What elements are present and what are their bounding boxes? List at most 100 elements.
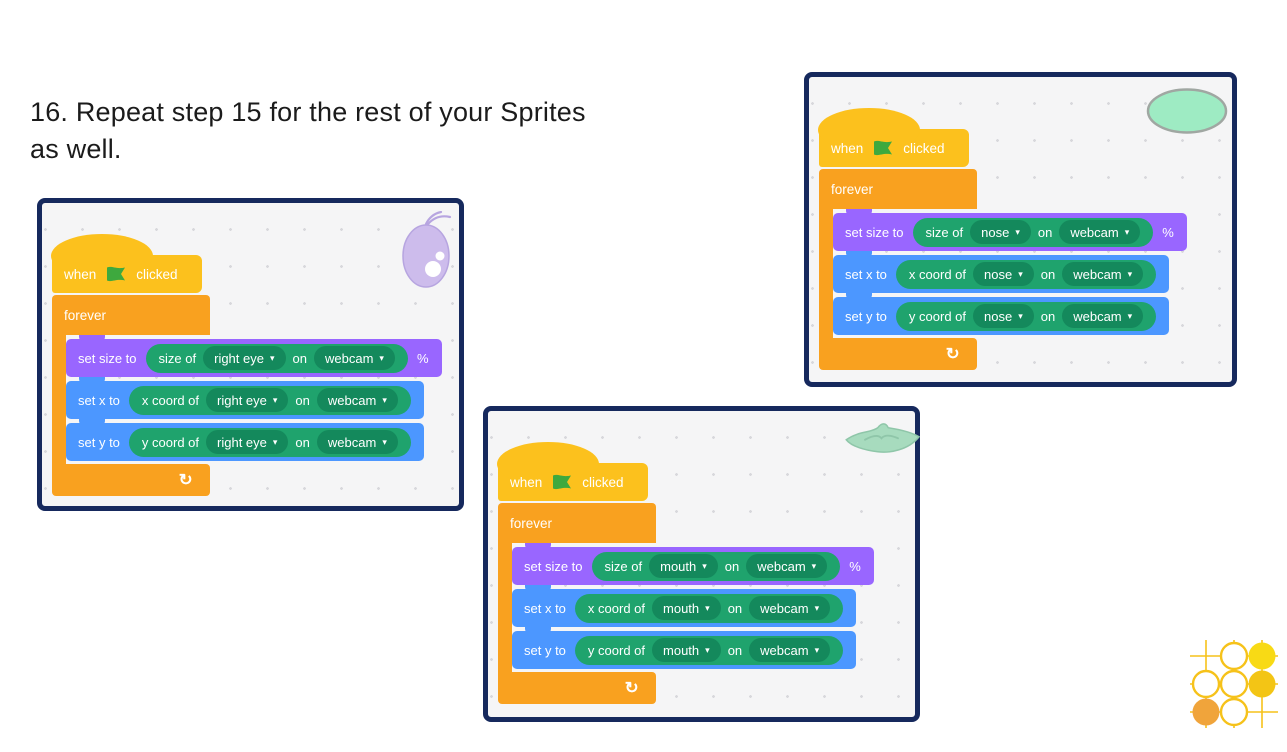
- y-coord-label: y coord of: [587, 642, 646, 658]
- x-coord-reporter[interactable]: x coord of right eye ▾ on webcam ▾: [128, 385, 411, 415]
- target-dropdown[interactable]: right eye ▾: [206, 388, 289, 412]
- size-of-reporter[interactable]: size of right eye ▾ on webcam ▾: [145, 343, 408, 373]
- set-size-block[interactable]: set size to size of right eye ▾ on webca…: [66, 335, 442, 377]
- webcam-dropdown[interactable]: webcam ▾: [316, 430, 398, 454]
- set-y-block[interactable]: set y to y coord of right eye ▾ on webca…: [66, 419, 424, 461]
- forever-label: forever: [831, 181, 874, 197]
- set-x-block[interactable]: set x to x coord of nose ▾ on webcam ▾: [833, 251, 1170, 293]
- webcam-dropdown[interactable]: webcam ▾: [316, 388, 398, 412]
- forever-block[interactable]: forever: [819, 169, 977, 209]
- set-y-label: set y to: [78, 434, 120, 450]
- dropdown-caret-icon: ▾: [811, 561, 817, 571]
- target-value: mouth: [663, 642, 700, 658]
- webcam-dropdown[interactable]: webcam ▾: [749, 638, 831, 662]
- webcam-dropdown[interactable]: webcam ▾: [749, 596, 831, 620]
- webcam-value: webcam: [1073, 266, 1122, 282]
- dropdown-caret-icon: ▾: [814, 603, 820, 613]
- webcam-dropdown[interactable]: webcam ▾: [746, 554, 828, 578]
- size-of-label: size of: [925, 224, 964, 240]
- dropdown-caret-icon: ▾: [269, 353, 275, 363]
- y-coord-label: y coord of: [908, 308, 967, 324]
- target-dropdown[interactable]: mouth ▾: [652, 596, 721, 620]
- loop-arrow-icon: ↻: [945, 346, 960, 363]
- when-flag-clicked-block[interactable]: when clicked: [51, 234, 202, 293]
- webcam-value: webcam: [327, 434, 377, 450]
- when-flag-clicked-block[interactable]: when clicked: [818, 108, 969, 167]
- set-x-block[interactable]: set x to x coord of right eye ▾ on webca…: [66, 377, 424, 419]
- y-coord-reporter[interactable]: y coord of mouth ▾ on webcam ▾: [574, 635, 844, 665]
- clicked-label: clicked: [136, 266, 178, 282]
- forever-bottom-bar: ↻: [819, 338, 977, 370]
- clicked-label: clicked: [582, 474, 624, 490]
- webcam-dropdown[interactable]: webcam ▾: [1062, 304, 1144, 328]
- set-x-label: set x to: [524, 600, 566, 616]
- set-x-label: set x to: [78, 392, 120, 408]
- green-flag-icon[interactable]: [105, 266, 127, 283]
- eye-sprite-image: [400, 210, 454, 296]
- dropdown-caret-icon: ▾: [705, 645, 710, 655]
- dropdown-caret-icon: ▾: [705, 603, 710, 613]
- target-dropdown[interactable]: mouth ▾: [649, 554, 718, 578]
- when-flag-clicked-block[interactable]: when clicked: [497, 442, 648, 501]
- mouth-script-panel: when clicked forever set size to size of: [483, 406, 921, 722]
- percent-label: %: [416, 350, 429, 366]
- target-dropdown[interactable]: nose ▾: [973, 304, 1034, 328]
- target-dropdown[interactable]: mouth ▾: [652, 638, 721, 662]
- forever-block[interactable]: forever: [52, 295, 210, 335]
- x-coord-label: x coord of: [587, 600, 646, 616]
- target-dropdown[interactable]: right eye ▾: [206, 430, 289, 454]
- forever-arm: [52, 335, 66, 464]
- target-value: right eye: [217, 392, 267, 408]
- green-flag-icon[interactable]: [872, 140, 894, 157]
- dropdown-caret-icon: ▾: [1015, 227, 1020, 237]
- forever-block[interactable]: forever: [498, 503, 656, 543]
- forever-label: forever: [64, 307, 107, 323]
- set-y-block[interactable]: set y to y coord of nose ▾ on webcam ▾: [833, 293, 1170, 335]
- x-coord-reporter[interactable]: x coord of mouth ▾ on webcam ▾: [574, 593, 844, 623]
- size-of-label: size of: [604, 558, 643, 574]
- on-label: on: [292, 350, 307, 366]
- webcam-dropdown[interactable]: webcam ▾: [1059, 220, 1141, 244]
- target-value: right eye: [217, 434, 267, 450]
- green-flag-icon[interactable]: [551, 474, 573, 491]
- target-dropdown[interactable]: nose ▾: [973, 262, 1034, 286]
- slide-title: 16. Repeat step 15 for the rest of your …: [30, 97, 586, 165]
- webcam-dropdown[interactable]: webcam ▾: [1062, 262, 1144, 286]
- y-coord-reporter[interactable]: y coord of nose ▾ on webcam ▾: [895, 301, 1157, 331]
- webcam-dropdown[interactable]: webcam ▾: [313, 346, 395, 370]
- webcam-value: webcam: [324, 350, 374, 366]
- forever-bottom-bar: ↻: [498, 672, 656, 704]
- target-value: right eye: [214, 350, 264, 366]
- nose-sprite-image: [1145, 87, 1229, 140]
- x-coord-reporter[interactable]: x coord of nose ▾ on webcam ▾: [895, 259, 1157, 289]
- target-dropdown[interactable]: right eye ▾: [203, 346, 286, 370]
- set-size-block[interactable]: set size to size of mouth ▾ on webcam ▾: [512, 543, 874, 585]
- size-of-reporter[interactable]: size of mouth ▾ on webcam ▾: [591, 551, 841, 581]
- dropdown-caret-icon: ▾: [382, 437, 387, 447]
- dropdown-caret-icon: ▾: [272, 395, 278, 405]
- set-size-block[interactable]: set size to size of nose ▾ on webcam ▾: [833, 209, 1187, 251]
- on-label: on: [295, 434, 310, 450]
- clicked-label: clicked: [903, 140, 945, 156]
- webcam-value: webcam: [1070, 224, 1119, 240]
- webcam-value: webcam: [327, 392, 377, 408]
- y-coord-reporter[interactable]: y coord of right eye ▾ on webcam ▾: [128, 427, 411, 457]
- set-y-block[interactable]: set y to y coord of mouth ▾ on webcam ▾: [512, 627, 857, 669]
- size-of-reporter[interactable]: size of nose ▾ on webcam ▾: [912, 217, 1154, 247]
- forever-arm: [819, 209, 833, 338]
- on-label: on: [1040, 308, 1056, 324]
- x-coord-label: x coord of: [908, 266, 967, 282]
- dropdown-caret-icon: ▾: [1124, 227, 1130, 237]
- dropdown-caret-icon: ▾: [702, 561, 707, 571]
- target-dropdown[interactable]: nose ▾: [970, 220, 1031, 244]
- target-value: mouth: [660, 558, 697, 574]
- set-x-block[interactable]: set x to x coord of mouth ▾ on webcam ▾: [512, 585, 857, 627]
- on-label: on: [727, 600, 743, 616]
- webcam-value: webcam: [757, 558, 806, 574]
- forever-label: forever: [510, 515, 553, 531]
- dropdown-caret-icon: ▾: [814, 645, 820, 655]
- target-value: nose: [981, 224, 1010, 240]
- set-size-label: set size to: [78, 350, 137, 366]
- forever-arm: [498, 543, 512, 672]
